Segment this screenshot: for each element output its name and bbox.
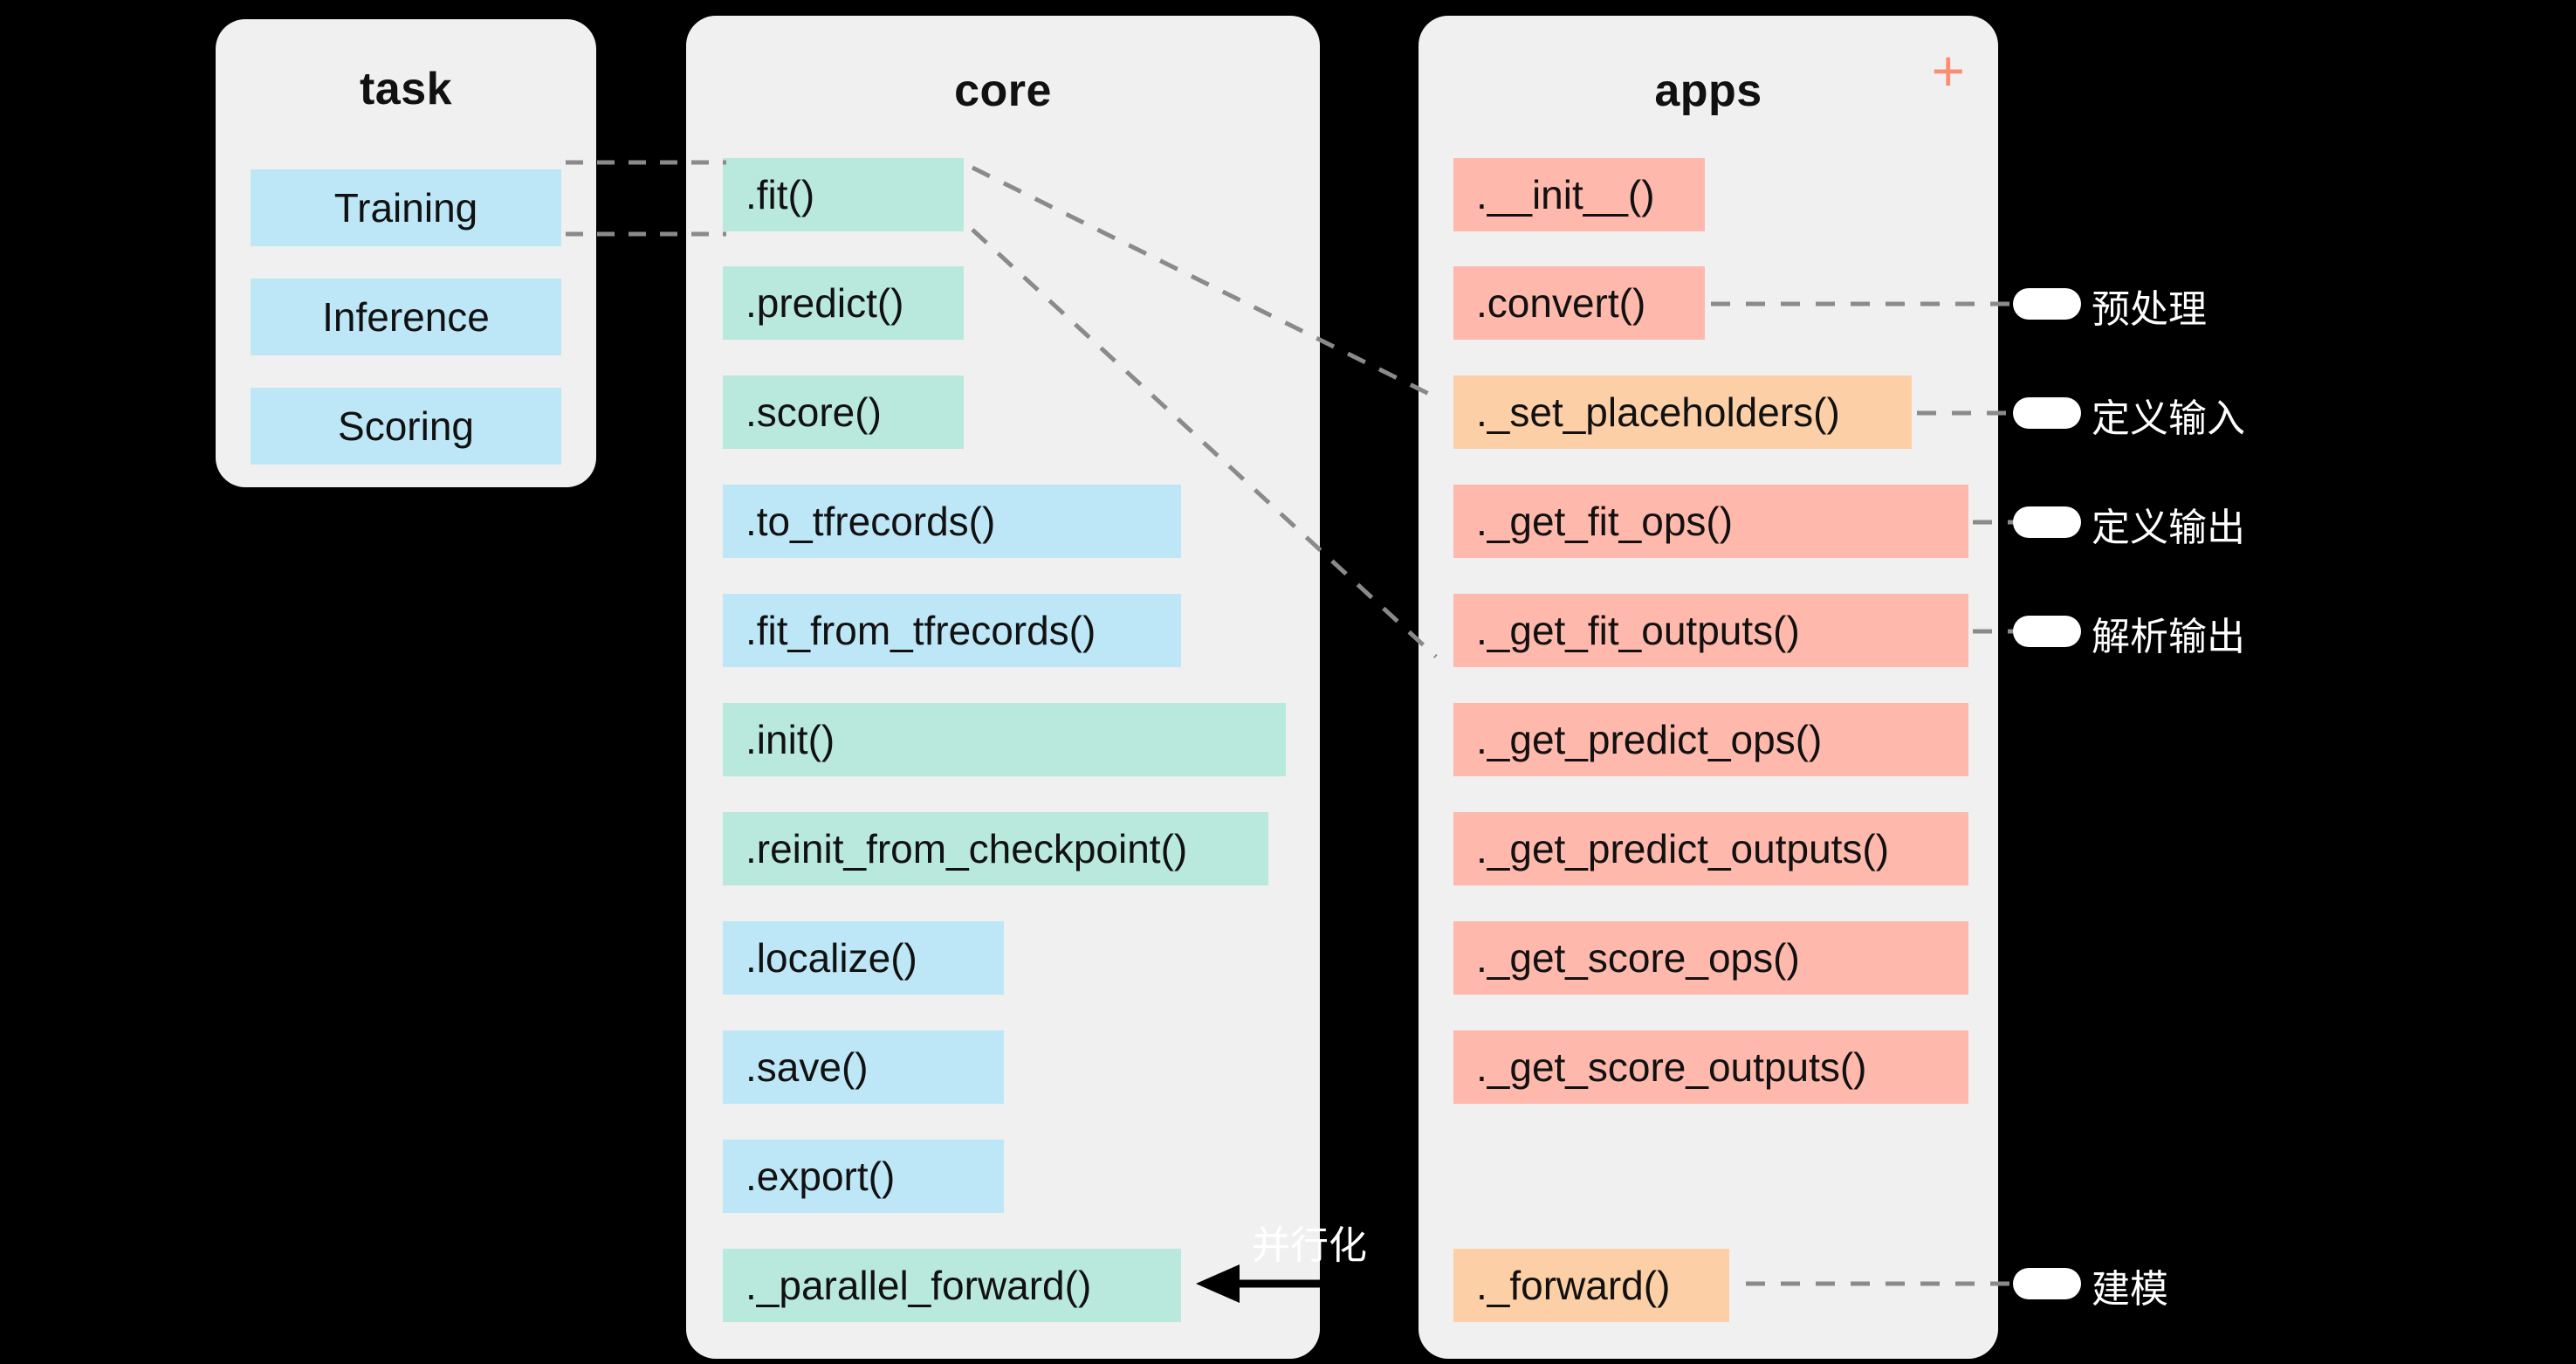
- apps-item-convert[interactable]: .convert(): [1453, 266, 1705, 340]
- annotation-define-input: 定义输入: [2092, 397, 2245, 440]
- task-item-inference[interactable]: Inference: [251, 279, 561, 355]
- apps-item-init-label: .__init__(): [1476, 172, 1655, 217]
- apps-item-get-predict-ops[interactable]: ._get_predict_ops(): [1453, 703, 1968, 776]
- core-item-fit-from-tfrecords[interactable]: .fit_from_tfrecords(): [723, 594, 1181, 667]
- apps-item-set-placeholders[interactable]: ._set_placeholders(): [1453, 375, 1912, 449]
- core-item-localize[interactable]: .localize(): [723, 921, 1004, 995]
- core-item-localize-label: .localize(): [745, 935, 917, 981]
- task-item-training[interactable]: Training: [251, 169, 561, 246]
- panel-task-title: task: [359, 64, 453, 114]
- apps-item-get-fit-ops[interactable]: ._get_fit_ops(): [1453, 485, 1968, 558]
- apps-item-init[interactable]: .__init__(): [1453, 158, 1705, 231]
- core-item-parallel-forward[interactable]: ._parallel_forward(): [723, 1249, 1181, 1322]
- connector-pill-preprocess: [2013, 288, 2081, 320]
- core-item-init[interactable]: .init(): [723, 703, 1286, 776]
- annotation-define-output: 定义输出: [2092, 506, 2245, 549]
- annotation-parse-output: 解析输出: [2092, 616, 2245, 658]
- apps-item-get-fit-ops-label: ._get_fit_ops(): [1476, 499, 1734, 544]
- panel-core: core .fit() .predict() .score() .to_tfre…: [686, 16, 1320, 1359]
- connector-pill-parse-output: [2013, 616, 2081, 647]
- core-item-to-tfrecords[interactable]: .to_tfrecords(): [723, 485, 1181, 558]
- apps-item-get-predict-outputs-label: ._get_predict_outputs(): [1476, 826, 1890, 871]
- connector-pill-modeling: [2013, 1268, 2081, 1299]
- core-item-reinit-from-checkpoint-label: .reinit_from_checkpoint(): [745, 826, 1188, 871]
- connector-pill-define-output: [2013, 506, 2081, 538]
- core-item-export[interactable]: .export(): [723, 1140, 1004, 1213]
- apps-item-get-score-ops[interactable]: ._get_score_ops(): [1453, 921, 1968, 995]
- apps-item-get-fit-outputs-label: ._get_fit_outputs(): [1476, 608, 1800, 653]
- core-item-fit-label: .fit(): [745, 172, 815, 217]
- core-item-fit[interactable]: .fit(): [723, 158, 964, 231]
- task-item-inference-label: Inference: [322, 294, 490, 340]
- core-item-save-label: .save(): [745, 1044, 869, 1090]
- panel-task: task Training Inference Scoring: [216, 19, 596, 487]
- core-item-export-label: .export(): [745, 1154, 896, 1199]
- core-item-fit-from-tfrecords-label: .fit_from_tfrecords(): [745, 608, 1096, 653]
- apps-item-get-fit-outputs[interactable]: ._get_fit_outputs(): [1453, 594, 1968, 667]
- panel-apps: apps + .__init__() .convert() ._set_plac…: [1419, 16, 1998, 1359]
- panel-apps-title: apps: [1654, 65, 1762, 116]
- apps-item-set-placeholders-label: ._set_placeholders(): [1476, 389, 1840, 435]
- apps-item-forward[interactable]: ._forward(): [1453, 1249, 1729, 1322]
- edge-label-parallelize: 并行化: [1252, 1224, 1367, 1267]
- apps-item-get-score-ops-label: ._get_score_ops(): [1476, 935, 1800, 981]
- task-item-training-label: Training: [333, 185, 478, 231]
- task-item-scoring[interactable]: Scoring: [251, 388, 561, 465]
- apps-item-get-score-outputs[interactable]: ._get_score_outputs(): [1453, 1030, 1968, 1104]
- core-item-predict[interactable]: .predict(): [723, 266, 964, 340]
- apps-item-forward-label: ._forward(): [1476, 1263, 1671, 1308]
- core-item-save[interactable]: .save(): [723, 1030, 1004, 1104]
- connector-pill-define-input: [2013, 397, 2081, 429]
- panel-core-title: core: [954, 65, 1052, 116]
- apps-item-get-score-outputs-label: ._get_score_outputs(): [1476, 1044, 1867, 1090]
- apps-item-get-predict-ops-label: ._get_predict_ops(): [1476, 717, 1823, 762]
- apps-item-get-predict-outputs[interactable]: ._get_predict_outputs(): [1453, 812, 1968, 885]
- add-app-plus-icon[interactable]: +: [1931, 38, 1965, 103]
- core-item-reinit-from-checkpoint[interactable]: .reinit_from_checkpoint(): [723, 812, 1268, 885]
- annotation-modeling: 建模: [2092, 1268, 2168, 1311]
- task-item-scoring-label: Scoring: [338, 403, 474, 449]
- core-item-init-label: .init(): [745, 717, 835, 762]
- annotation-preprocess: 预处理: [2092, 288, 2207, 331]
- core-item-to-tfrecords-label: .to_tfrecords(): [745, 499, 996, 544]
- core-item-score-label: .score(): [745, 389, 882, 435]
- apps-item-convert-label: .convert(): [1476, 280, 1646, 326]
- core-item-score[interactable]: .score(): [723, 375, 964, 449]
- core-item-predict-label: .predict(): [745, 280, 904, 326]
- core-item-parallel-forward-label: ._parallel_forward(): [745, 1263, 1092, 1308]
